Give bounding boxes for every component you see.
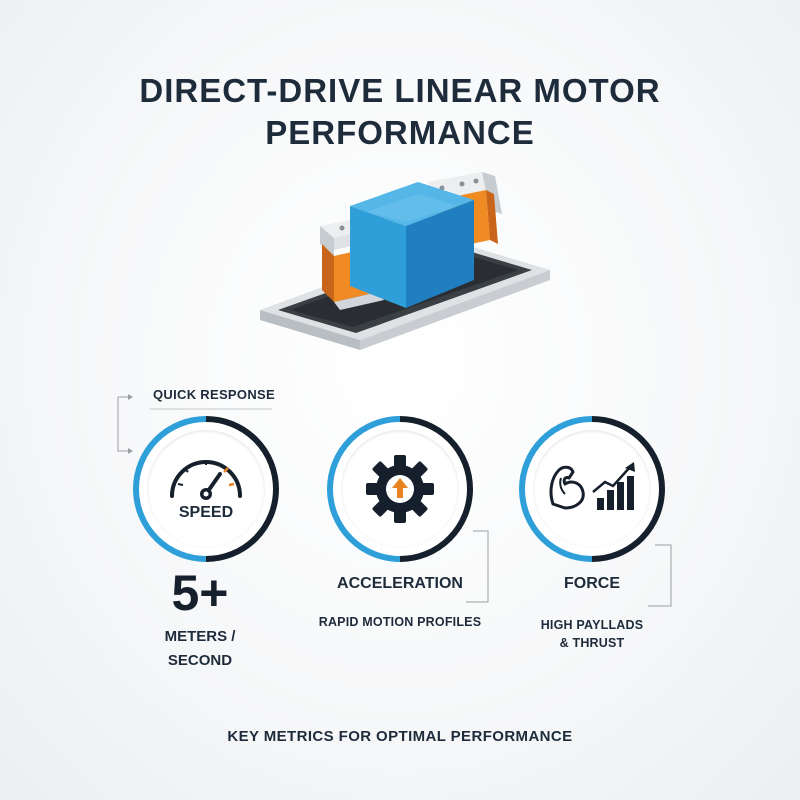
- force-sub: HIGH PAYLLADS & THRUST: [522, 616, 662, 652]
- force-label: FORCE: [564, 575, 620, 592]
- force-sub-line-2: & THRUST: [559, 636, 625, 650]
- quick-response-label: QUICK RESPONSE: [153, 387, 275, 402]
- force-ring: [519, 416, 665, 562]
- acceleration-ring: [327, 416, 473, 562]
- speed-unit: METERS / SECOND: [150, 625, 250, 673]
- speed-label: SPEED: [178, 504, 234, 521]
- force-sub-line-1: HIGH PAYLLADS: [540, 618, 644, 632]
- speed-unit-line-1: METERS /: [164, 628, 236, 645]
- footer-caption: KEY METRICS FOR OPTIMAL PERFORMANCE: [227, 728, 573, 745]
- linear-motor-illustration: [260, 172, 550, 350]
- acceleration-label: ACCELERATION: [337, 575, 463, 592]
- muscle-chart-icon: [549, 462, 635, 510]
- speed-unit-line-2: SECOND: [167, 652, 233, 669]
- speed-ring: SPEED: [133, 416, 279, 562]
- gear-arrow-icon: [366, 455, 434, 523]
- title-line-2: PERFORMANCE: [265, 114, 535, 151]
- title-line-1: DIRECT-DRIVE LINEAR MOTOR: [139, 72, 661, 109]
- speed-value: 5+: [171, 565, 229, 621]
- speedometer-icon: [170, 460, 242, 500]
- acceleration-sub: RAPID MOTION PROFILES: [300, 613, 500, 631]
- page-title: DIRECT-DRIVE LINEAR MOTOR PERFORMANCE: [0, 70, 800, 154]
- acceleration-sub-text: RAPID MOTION PROFILES: [318, 615, 482, 629]
